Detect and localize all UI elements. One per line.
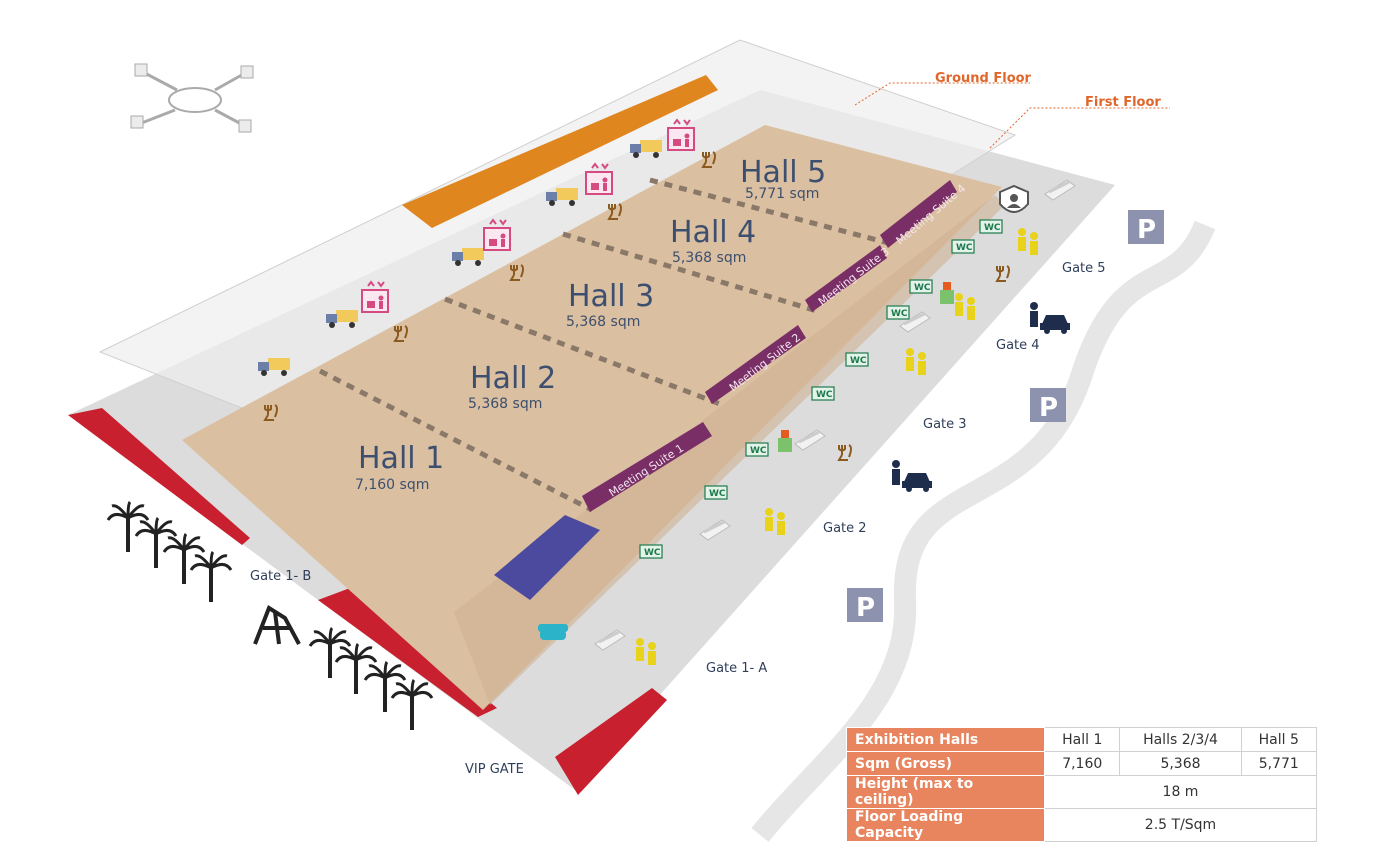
table-cell: 18 m	[1044, 775, 1317, 809]
palm-tree-icon	[308, 626, 352, 680]
table-row: Height (max to ceiling) 18 m	[846, 775, 1317, 809]
gate-3-label: Gate 3	[923, 417, 967, 432]
svg-text:WC: WC	[956, 243, 973, 253]
row-label: Sqm (Gross)	[846, 751, 1045, 776]
frontage-strip-2	[318, 588, 497, 717]
meeting-suite-box	[805, 245, 887, 312]
parking-icon: P	[1128, 210, 1164, 245]
hall-4-name: Hall 4	[670, 215, 756, 250]
security-icon	[999, 184, 1029, 213]
first-floor-leader	[989, 107, 1170, 149]
svg-text:WC: WC	[891, 309, 908, 319]
gate-5-label: Gate 5	[1062, 261, 1106, 276]
hall-1-name: Hall 1	[358, 441, 444, 476]
gate-4-label: Gate 4	[996, 338, 1040, 353]
palm-tree-icon	[363, 660, 407, 714]
frontage-strip-3	[555, 688, 667, 795]
hall-dividers	[318, 177, 897, 513]
ground-floor-label: Ground Floor	[935, 71, 1032, 86]
gate-2-label: Gate 2	[823, 521, 867, 536]
hall-3-name: Hall 3	[568, 279, 654, 314]
gate-1b-label: Gate 1- B	[250, 569, 311, 584]
palm-tree-icon	[106, 500, 150, 554]
svg-text:WC: WC	[709, 489, 726, 499]
table-header-hall5: Hall 5	[1240, 727, 1317, 752]
access-road	[751, 220, 1216, 842]
table-cell: 7,160	[1043, 751, 1121, 776]
table-row: Sqm (Gross) 7,160 5,368 5,771	[846, 751, 1317, 776]
restroom-icon: WC	[886, 305, 910, 320]
svg-text:P: P	[1039, 393, 1058, 423]
compass-icon	[130, 63, 254, 133]
frontage-strip	[68, 408, 250, 545]
table-header-label: Exhibition Halls	[846, 727, 1045, 752]
svg-text:WC: WC	[644, 548, 661, 558]
restroom-icon: WC	[704, 485, 728, 500]
svg-text:P: P	[856, 593, 875, 623]
svg-text:WC: WC	[750, 446, 767, 456]
svg-text:WC: WC	[984, 223, 1001, 233]
hall-2-name: Hall 2	[470, 361, 556, 396]
front-corridor	[454, 195, 1005, 705]
svg-text:WC: WC	[816, 390, 833, 400]
restroom-icon: WC	[845, 352, 869, 367]
hall-floor	[182, 125, 1002, 710]
svg-text:WC: WC	[850, 356, 867, 366]
table-cell: 5,771	[1240, 751, 1317, 776]
first-floor-label: First Floor	[1085, 95, 1161, 110]
palm-tree-icon	[134, 516, 178, 570]
taxi-icon	[892, 460, 932, 492]
vip-gate-label: VIP GATE	[465, 762, 524, 777]
svg-text:WC: WC	[914, 283, 931, 293]
palm-tree-icon	[189, 550, 233, 604]
palm-tree-icon	[390, 678, 434, 732]
hall-2-area: 5,368 sqm	[468, 396, 542, 412]
upper-level-block	[402, 75, 718, 228]
meeting-suite-box	[880, 180, 957, 248]
restroom-icon: WC	[811, 386, 835, 401]
meeting-suite-box	[705, 325, 806, 404]
sofa-icon	[538, 624, 568, 640]
hall-5-area: 5,771 sqm	[745, 186, 819, 202]
table-header-halls234: Halls 2/3/4	[1119, 727, 1242, 752]
table-header-hall1: Hall 1	[1043, 727, 1121, 752]
parking-icon: P	[1030, 388, 1066, 423]
restroom-icon: WC	[909, 279, 933, 294]
restroom-icon: WC	[745, 442, 769, 457]
table-row: Exhibition Halls Hall 1 Halls 2/3/4 Hall…	[846, 727, 1317, 752]
hall-3-area: 5,368 sqm	[566, 314, 640, 330]
row-label: Floor Loading Capacity	[846, 808, 1045, 842]
restroom-icon: WC	[951, 239, 975, 254]
taxi-icon	[1030, 302, 1070, 334]
table-row: Floor Loading Capacity 2.5 T/Sqm	[846, 808, 1317, 842]
hall-1-area: 7,160 sqm	[355, 477, 429, 493]
meeting-suite-box	[582, 422, 712, 512]
palm-tree-icon	[162, 532, 206, 586]
sculpture-icon	[253, 605, 301, 645]
gate-1a-label: Gate 1- A	[706, 661, 767, 676]
table-cell: 5,368	[1119, 751, 1242, 776]
vip-block	[494, 515, 600, 600]
parking-icon: P	[847, 588, 883, 623]
hall-5-name: Hall 5	[740, 155, 826, 190]
row-label: Height (max to ceiling)	[846, 775, 1045, 809]
restroom-icon: WC	[979, 219, 1003, 234]
hall-4-area: 5,368 sqm	[672, 250, 746, 266]
restroom-icon: WC	[639, 544, 663, 559]
svg-text:P: P	[1137, 215, 1156, 245]
ground-floor-leader	[854, 82, 1030, 106]
palm-tree-icon	[334, 642, 378, 696]
hall-spec-table: Exhibition Halls Hall 1 Halls 2/3/4 Hall…	[846, 727, 1317, 842]
table-cell: 2.5 T/Sqm	[1044, 808, 1317, 842]
